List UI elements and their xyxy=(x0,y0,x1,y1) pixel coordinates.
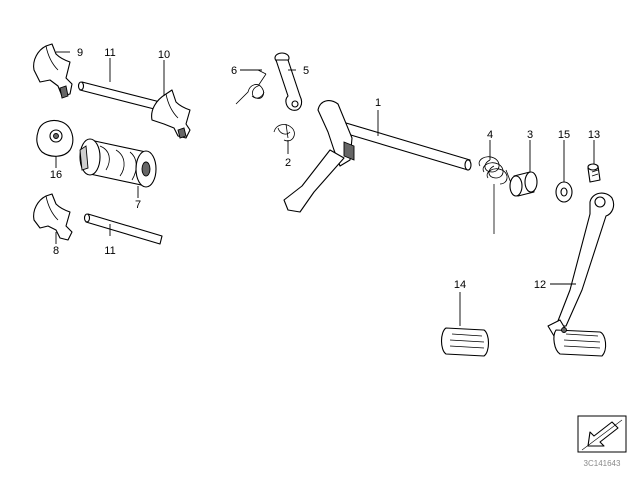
shift-fork-9 xyxy=(33,43,73,99)
label-6: 6 xyxy=(231,65,237,77)
shift-fork-8 xyxy=(33,193,73,241)
clip-2 xyxy=(273,123,295,142)
label-11-bottom: 11 xyxy=(104,245,115,257)
label-2: 2 xyxy=(285,157,291,169)
fork-shaft-11-bottom xyxy=(83,213,163,245)
label-16: 16 xyxy=(50,169,62,181)
rubber-pad-14 xyxy=(440,327,490,357)
shift-lever-12 xyxy=(547,192,615,357)
arrow-down-left-icon xyxy=(577,415,627,453)
label-8: 8 xyxy=(53,245,59,257)
part-labels: 9 11 10 16 7 8 11 6 5 2 1 4 3 15 13 12 1… xyxy=(50,47,600,291)
shift-fork-10 xyxy=(151,89,191,139)
label-4: 4 xyxy=(487,129,493,141)
label-3: 3 xyxy=(527,129,533,141)
return-spring-4 xyxy=(478,156,517,234)
label-5: 5 xyxy=(303,65,309,77)
label-14: 14 xyxy=(454,279,466,291)
label-13: 13 xyxy=(588,129,600,141)
leader-lines xyxy=(55,51,595,326)
washer-15 xyxy=(555,181,573,203)
bolt-13 xyxy=(587,163,601,183)
reference-code: 3C141643 xyxy=(584,459,621,468)
bushing-3 xyxy=(509,171,538,197)
pawl-5 xyxy=(274,52,303,111)
detent-plate-16 xyxy=(36,119,74,157)
shift-shaft-1 xyxy=(283,100,472,213)
label-15: 15 xyxy=(558,129,570,141)
shift-drum-7 xyxy=(79,138,157,188)
spring-6 xyxy=(235,69,267,105)
label-11-top: 11 xyxy=(104,47,115,59)
label-10: 10 xyxy=(158,49,170,61)
label-9: 9 xyxy=(77,47,83,59)
label-7: 7 xyxy=(135,199,141,211)
label-1: 1 xyxy=(375,97,381,109)
label-12: 12 xyxy=(534,279,546,291)
